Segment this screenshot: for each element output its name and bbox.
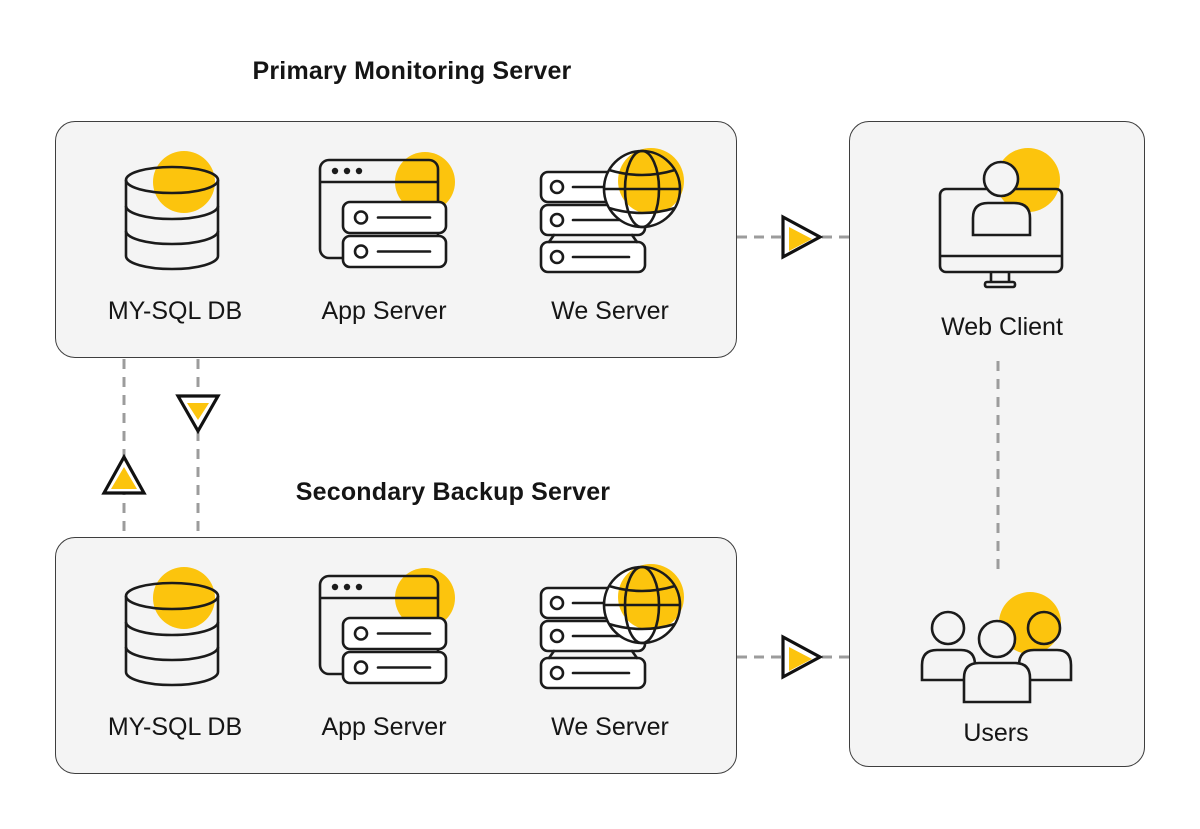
node-label-appserver-secondary: App Server (321, 713, 447, 741)
arrow-right-top-icon (781, 214, 824, 260)
web-server-icon (533, 554, 685, 694)
users-icon (918, 590, 1078, 705)
primary-group-title: Primary Monitoring Server (252, 57, 572, 85)
node-label-users: Users (963, 719, 1029, 747)
node-label-web-client: Web Client (941, 313, 1063, 341)
arrow-up-icon (101, 453, 147, 495)
node-label-mysql-primary: MY-SQL DB (107, 297, 243, 325)
arrow-down-icon (175, 394, 221, 435)
app-server-icon (308, 564, 458, 694)
app-server-icon (308, 148, 458, 278)
node-label-appserver-primary: App Server (321, 297, 447, 325)
secondary-group-title: Secondary Backup Server (295, 478, 611, 506)
node-label-webserver-primary: We Server (551, 297, 669, 325)
database-icon (95, 140, 235, 290)
arrow-right-bottom-icon (781, 634, 824, 680)
node-label-mysql-secondary: MY-SQL DB (107, 713, 243, 741)
node-label-webserver-secondary: We Server (551, 713, 669, 741)
database-icon (95, 556, 235, 706)
web-server-icon (533, 138, 685, 278)
web-client-icon (930, 146, 1070, 291)
